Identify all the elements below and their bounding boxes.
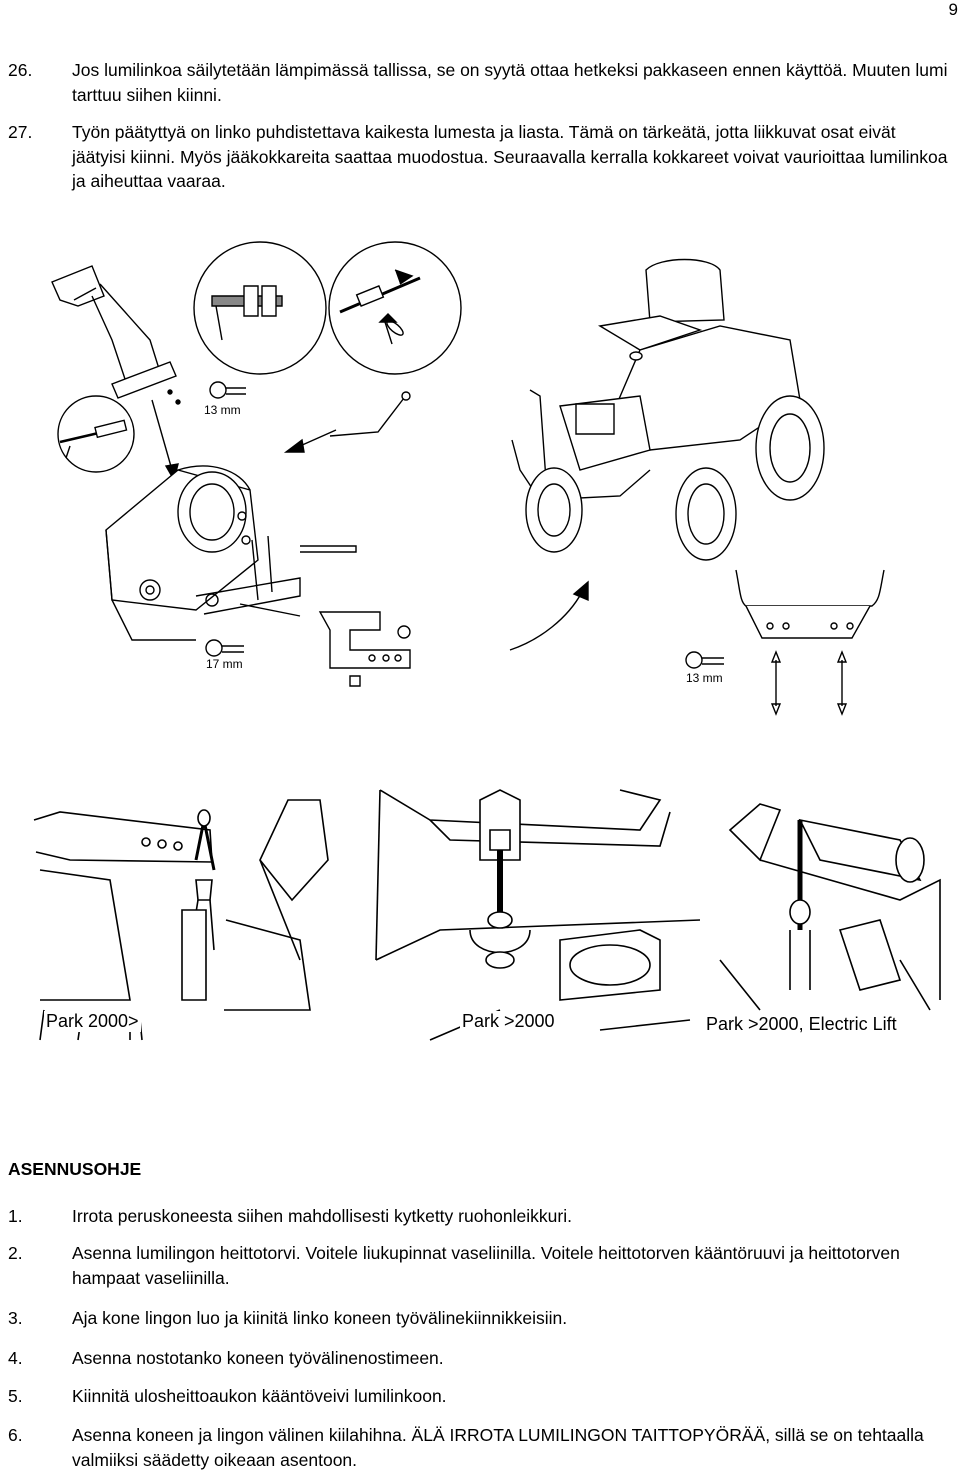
arrow-icon [152, 400, 178, 480]
section-heading: ASENNUSOHJE [8, 1159, 142, 1179]
figure-label: Park 2000> [44, 1011, 141, 1032]
bolt-detail [212, 286, 282, 340]
item-text: Asenna lumilingon heittotorvi. Voitele l… [72, 1243, 900, 1288]
list-item: 2. Asenna lumilingon heittotorvi. Voitel… [8, 1241, 953, 1290]
item-text: Irrota peruskoneesta siihen mahdollisest… [72, 1206, 572, 1226]
list-item: 3. Aja kone lingon luo ja kiinitä linko … [8, 1306, 953, 1331]
item-text: Työn päätyttyä on linko puhdistettava ka… [72, 122, 948, 191]
wrench-icon [210, 382, 246, 398]
pin-detail [340, 270, 420, 344]
tractor-drawing [512, 260, 824, 561]
mount-plate-drawing [320, 612, 410, 686]
list-item: 1. Irrota peruskoneesta siihen mahdollis… [8, 1204, 953, 1229]
item-text: Asenna nostotanko koneen työvälinenostim… [72, 1348, 444, 1368]
grease-gun-detail [60, 420, 126, 458]
arrow-icon [286, 430, 336, 452]
crank-rod-drawing [330, 392, 410, 436]
detail-circle [329, 242, 461, 374]
item-number: 6. [8, 1425, 23, 1445]
list-item: 26. Jos lumilinkoa säilytetään lämpimäss… [8, 58, 953, 107]
item-number: 27. [8, 122, 33, 142]
list-item: 6. Asenna koneen ja lingon välinen kiila… [8, 1423, 953, 1472]
figure-label: Park >2000, Electric Lift [704, 1014, 899, 1035]
chute-drawing [52, 266, 180, 404]
lift-mechanism-illustration [30, 780, 950, 1050]
figure-label: Park >2000 [460, 1011, 557, 1032]
item-number: 4. [8, 1348, 23, 1368]
lift-arm-park-2000-drawing [34, 800, 328, 1010]
snowblower-body-drawing [106, 466, 356, 640]
snowblower-assembly-illustration: 13 mm 17 mm 13 mm [40, 240, 960, 720]
detail-circle [194, 242, 326, 374]
bracket-detail [736, 570, 884, 638]
item-number: 26. [8, 60, 33, 80]
item-text: Aja kone lingon luo ja kiinitä linko kon… [72, 1308, 568, 1328]
item-text: Kiinnitä ulosheittoaukon kääntöveivi lum… [72, 1386, 447, 1406]
wrench-size-label: 13 mm [204, 403, 241, 417]
item-number: 5. [8, 1386, 23, 1406]
wrench-icon [206, 640, 244, 656]
list-item: 27. Työn päätyttyä on linko puhdistettav… [8, 120, 953, 194]
wrench-size-label: 17 mm [206, 657, 243, 671]
item-number: 3. [8, 1308, 23, 1328]
double-arrow-icon [772, 652, 780, 714]
item-number: 2. [8, 1243, 23, 1263]
double-arrow-icon [838, 652, 846, 714]
wrench-icon [686, 652, 724, 668]
arrow-icon [510, 582, 588, 650]
item-number: 1. [8, 1206, 23, 1226]
list-item: 4. Asenna nostotanko koneen työvälinenos… [8, 1346, 953, 1371]
list-item: 5. Kiinnitä ulosheittoaukon kääntöveivi … [8, 1384, 953, 1409]
lift-arm-park-after-2000-drawing [376, 790, 700, 1000]
wrench-size-label: 13 mm [686, 671, 723, 685]
item-text: Asenna koneen ja lingon välinen kiilahih… [72, 1425, 924, 1470]
lift-arm-electric-drawing [720, 804, 940, 1010]
page-number: 9 [948, 0, 958, 19]
item-text: Jos lumilinkoa säilytetään lämpimässä ta… [72, 60, 948, 105]
